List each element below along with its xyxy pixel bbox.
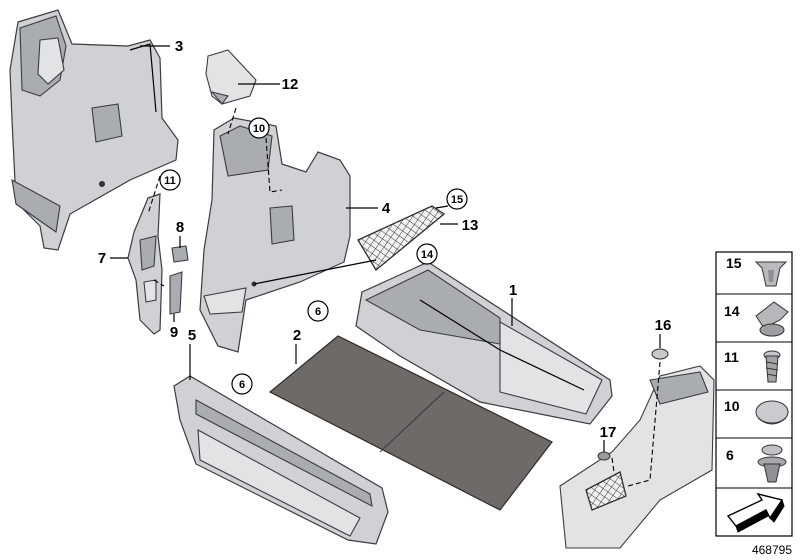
callout-11: 11: [159, 169, 181, 191]
cover-part-12: [205, 49, 257, 105]
floor-mat: [268, 335, 553, 511]
part-number-12: 12: [282, 76, 299, 93]
cap-plug-icon: [755, 400, 789, 425]
callout-6-lower: 6: [231, 373, 253, 395]
part-number-3: 3: [175, 38, 183, 55]
part-numbers: 3 12 4 13 7 8 9 5 2 1 16 17: [98, 38, 672, 441]
part-number-8: 8: [176, 219, 184, 236]
callout-15: 15: [446, 188, 468, 210]
fastener-legend: 15 14 11 10 6: [715, 251, 793, 537]
svg-text:15: 15: [451, 194, 463, 206]
svg-text:10: 10: [253, 123, 265, 135]
screw-icon: [763, 350, 781, 383]
side-trim-left: [9, 9, 179, 251]
svg-text:14: 14: [421, 249, 434, 261]
part-number-5: 5: [188, 327, 196, 344]
svg-text:6: 6: [239, 379, 245, 391]
clip-part-8: [171, 245, 189, 263]
plastic-clip-icon: [754, 261, 788, 287]
part-number-2: 2: [293, 327, 301, 344]
part-number-9: 9: [170, 324, 178, 341]
legend-number-14: 14: [724, 303, 740, 319]
legend-number-15: 15: [726, 255, 742, 271]
grommet-part-16: [651, 348, 669, 360]
part-number-1: 1: [509, 282, 517, 299]
svg-text:6: 6: [315, 306, 321, 318]
part-number-13: 13: [462, 217, 479, 234]
wheel-arch-bracket: [559, 365, 715, 549]
part-number-7: 7: [98, 250, 106, 267]
forward-arrow-icon: [726, 492, 785, 533]
leader-lines: [110, 45, 661, 452]
fastener-lines: [147, 107, 661, 487]
callout-6-upper: 6: [307, 300, 329, 322]
clip-part-17: [597, 451, 611, 461]
callout-10: 10: [248, 117, 270, 139]
sill-panel: [173, 375, 389, 545]
part-number-17: 17: [600, 424, 617, 441]
part-number-16: 16: [655, 317, 672, 334]
side-trim-right: [199, 117, 351, 353]
rear-panel-trim: [355, 261, 613, 425]
reference-number: 468795: [752, 543, 792, 557]
pillar-trim: [127, 193, 163, 335]
callout-14: 14: [416, 243, 438, 265]
strip-part-9: [169, 271, 183, 315]
cargo-net: [357, 205, 446, 271]
legend-number-6: 6: [726, 447, 734, 463]
circled-callouts: 10 11 15 14 6 6: [159, 117, 468, 395]
legend-number-11: 11: [724, 349, 739, 365]
spring-nut-clip-icon: [755, 301, 789, 337]
legend-number-10: 10: [724, 398, 740, 414]
part-number-4: 4: [382, 200, 391, 217]
svg-text:11: 11: [164, 175, 176, 187]
expanding-rivet-icon: [757, 444, 787, 483]
